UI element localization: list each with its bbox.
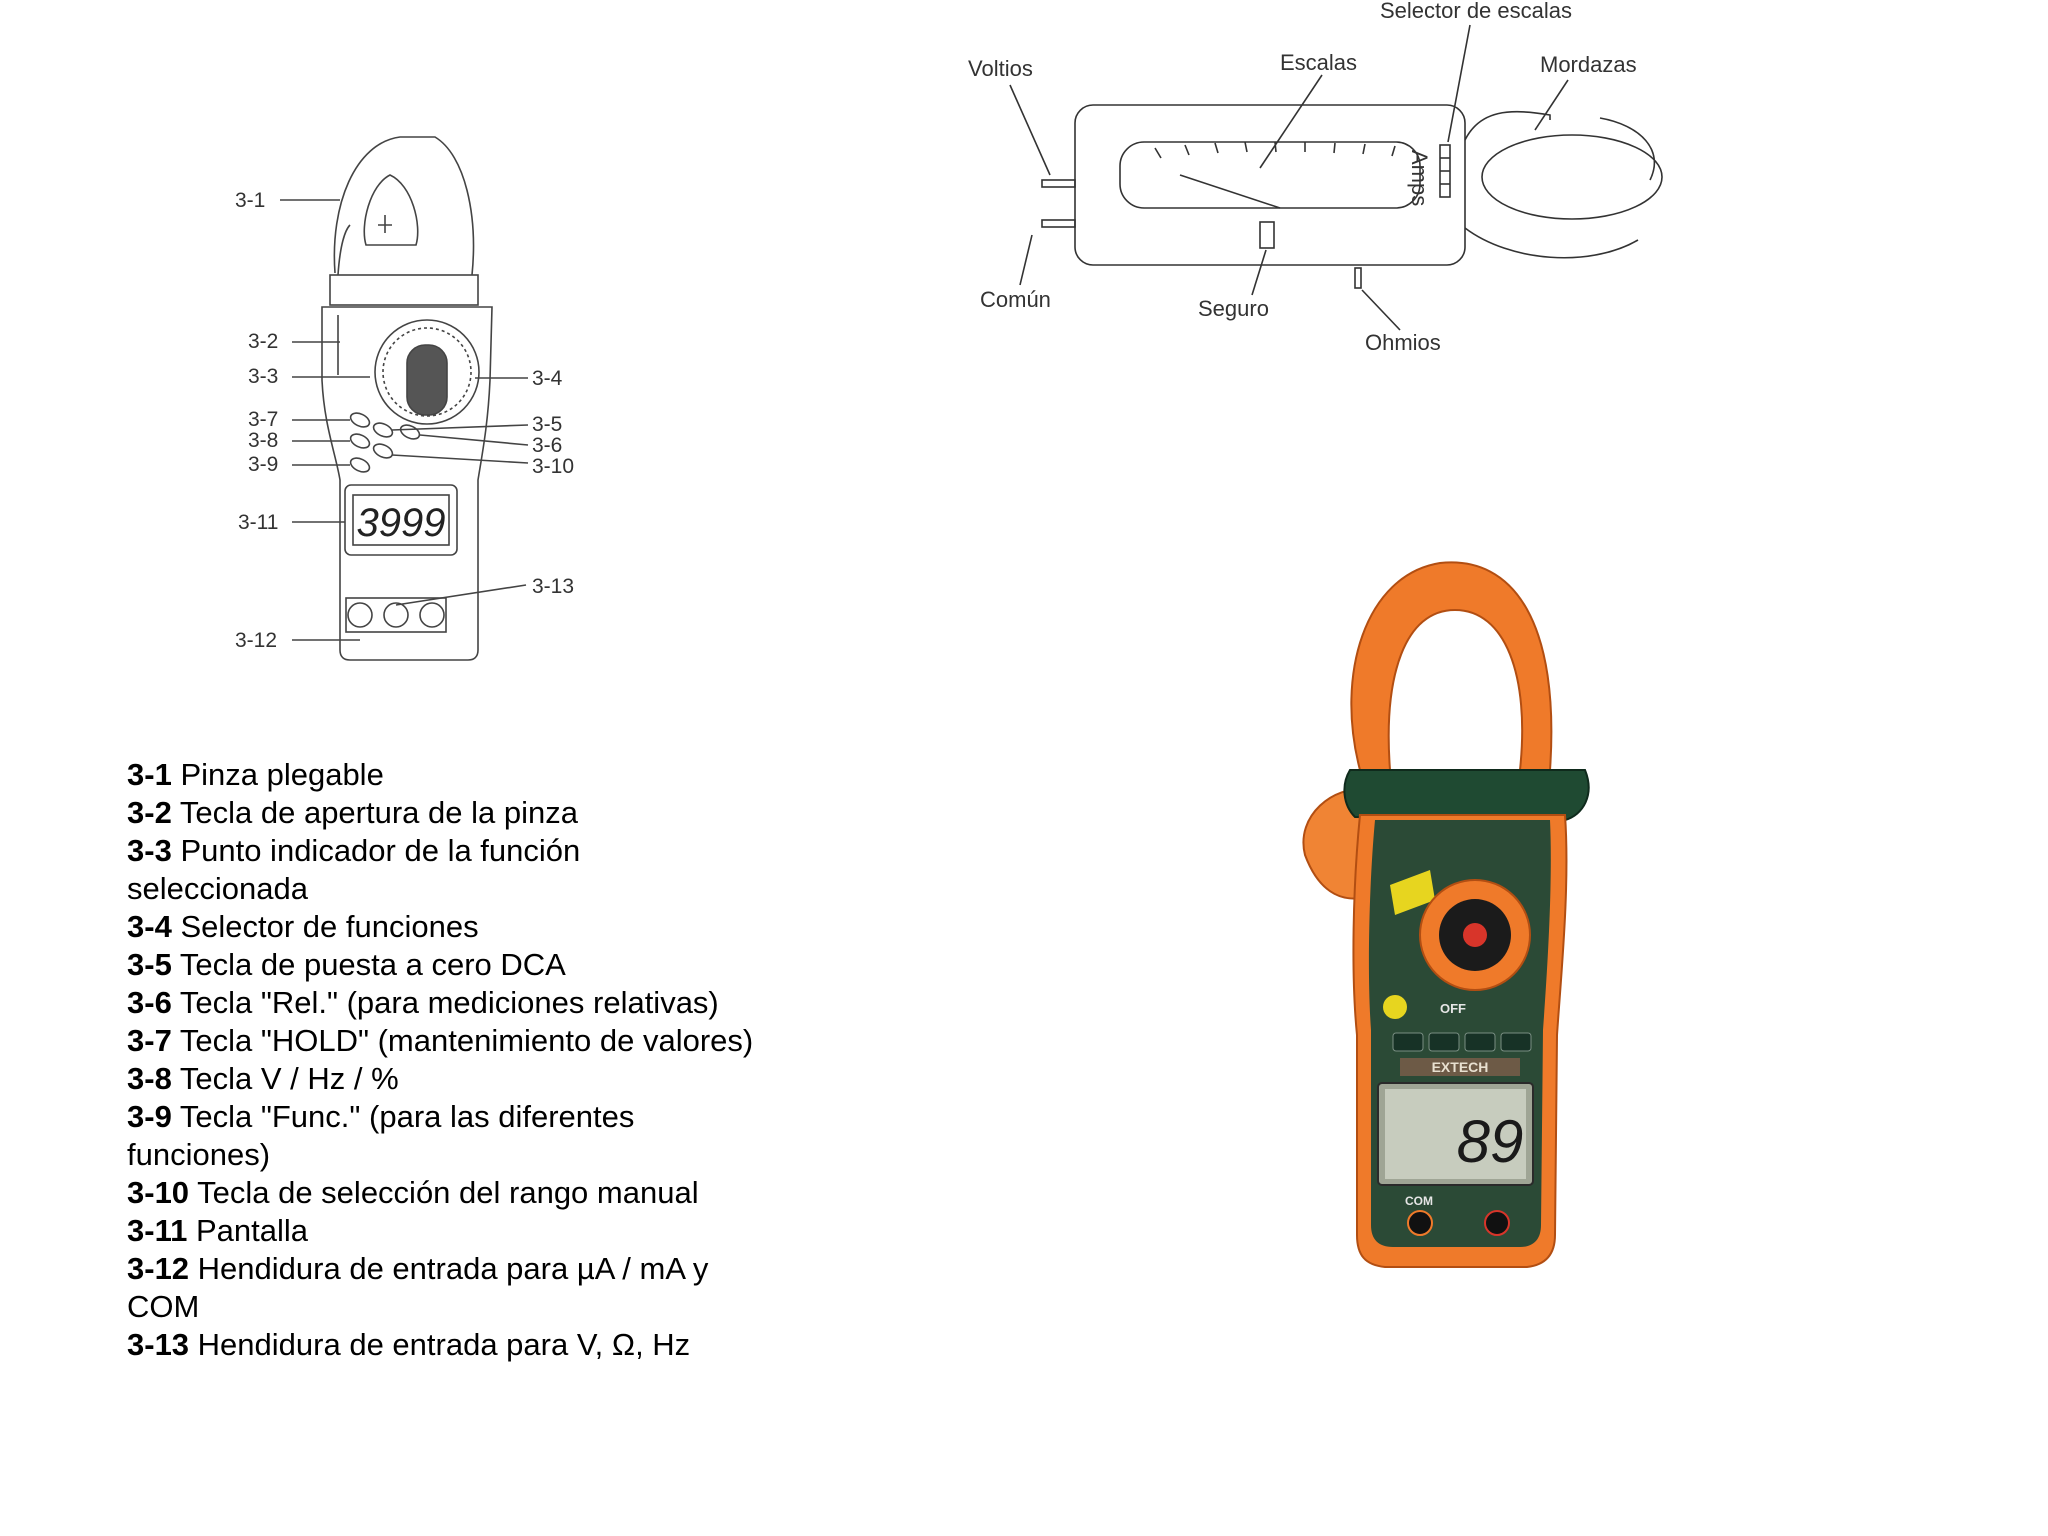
callout-3-9: 3-9 bbox=[248, 453, 278, 476]
legend-item-text: Pinza plegable bbox=[180, 757, 384, 792]
legend-item: 3-8 Tecla V / Hz / % bbox=[127, 1060, 767, 1098]
label-comun: Común bbox=[980, 287, 1051, 312]
legend-item: 3-11 Pantalla bbox=[127, 1212, 767, 1250]
callout-3-13: 3-13 bbox=[532, 575, 574, 598]
callout-3-1: 3-1 bbox=[235, 189, 265, 212]
legend-item-number: 3-10 bbox=[127, 1175, 190, 1210]
callout-3-6: 3-6 bbox=[532, 434, 562, 457]
legend-item: 3-12 Hendidura de entrada para µA / mA y… bbox=[127, 1250, 767, 1326]
legend-item-text: Tecla de apertura de la pinza bbox=[179, 795, 578, 830]
callout-3-12: 3-12 bbox=[235, 629, 277, 652]
legend-item-text: Tecla "Func." (para las diferentes funci… bbox=[127, 1099, 635, 1172]
legend-item: 3-10 Tecla de selección del rango manual bbox=[127, 1174, 767, 1212]
callout-3-3: 3-3 bbox=[248, 365, 278, 388]
clamp-meter-drawing: 3-1 3-2 3-3 3-4 3-5 3-6 3-7 3-8 3-9 3-10… bbox=[235, 136, 574, 661]
label-amps: Amps bbox=[1407, 150, 1432, 206]
clamp-meter-photo: OFF EXTECH 89 COM bbox=[1265, 555, 1645, 1275]
legend-item-number: 3-11 bbox=[127, 1213, 188, 1248]
callout-3-10: 3-10 bbox=[532, 455, 574, 478]
legend-item-number: 3-13 bbox=[127, 1327, 190, 1362]
legend-item: 3-1 Pinza plegable bbox=[127, 756, 767, 794]
callout-3-8: 3-8 bbox=[248, 429, 278, 452]
legend-item-number: 3-6 bbox=[127, 985, 172, 1020]
callout-3-5: 3-5 bbox=[532, 413, 562, 436]
callout-3-7: 3-7 bbox=[248, 408, 278, 431]
legend-item-number: 3-1 bbox=[127, 757, 172, 792]
label-selector-de-escalas: Selector de escalas bbox=[1380, 0, 1572, 23]
clamp-meter-illustration: OFF EXTECH 89 COM bbox=[1302, 561, 1590, 1268]
dial-off-label: OFF bbox=[1440, 1001, 1466, 1016]
legend-item-text: Pantalla bbox=[195, 1213, 308, 1248]
legend-item: 3-13 Hendidura de entrada para V, Ω, Hz bbox=[127, 1326, 767, 1364]
legend-item-text: Hendidura de entrada para µA / mA y COM bbox=[127, 1251, 709, 1324]
legend-item-number: 3-3 bbox=[127, 833, 172, 868]
legend-item: 3-7 Tecla "HOLD" (mantenimiento de valor… bbox=[127, 1022, 767, 1060]
legend-item-number: 3-4 bbox=[127, 909, 172, 944]
legend-item: 3-9 Tecla "Func." (para las diferentes f… bbox=[127, 1098, 767, 1174]
diagram-display-value: 3999 bbox=[357, 501, 446, 545]
legend-item-number: 3-5 bbox=[127, 947, 172, 982]
legend-item-number: 3-8 bbox=[127, 1061, 172, 1096]
legend-item-text: Tecla "Rel." (para mediciones relativas) bbox=[179, 985, 719, 1020]
label-escalas: Escalas bbox=[1280, 50, 1357, 75]
legend-item-text: Hendidura de entrada para V, Ω, Hz bbox=[197, 1327, 691, 1362]
legend-item-text: Tecla de puesta a cero DCA bbox=[179, 947, 566, 982]
legend-item: 3-2 Tecla de apertura de la pinza bbox=[127, 794, 767, 832]
callout-3-2: 3-2 bbox=[248, 330, 278, 353]
analog-meter-drawing: Selector de escalas Voltios Escalas Mord… bbox=[968, 0, 1663, 355]
photo-com-label: COM bbox=[1405, 1194, 1433, 1208]
legend-item-text: Tecla de selección del rango manual bbox=[197, 1175, 699, 1210]
photo-display-value: 89 bbox=[1457, 1108, 1524, 1175]
photo-brand: EXTECH bbox=[1432, 1059, 1489, 1075]
label-ohmios: Ohmios bbox=[1365, 330, 1441, 355]
legend-item-number: 3-12 bbox=[127, 1251, 190, 1286]
label-mordazas: Mordazas bbox=[1540, 52, 1637, 77]
callout-3-4: 3-4 bbox=[532, 367, 563, 390]
legend-item: 3-4 Selector de funciones bbox=[127, 908, 767, 946]
analog-meter-diagram: Selector de escalas Voltios Escalas Mord… bbox=[950, 0, 1670, 370]
legend-item-text: Selector de funciones bbox=[180, 909, 479, 944]
legend-item: 3-6 Tecla "Rel." (para mediciones relati… bbox=[127, 984, 767, 1022]
legend-item-text: Tecla V / Hz / % bbox=[179, 1061, 399, 1096]
legend-item-number: 3-2 bbox=[127, 795, 172, 830]
legend-item-text: Tecla "HOLD" (mantenimiento de valores) bbox=[179, 1023, 754, 1058]
legend-item: 3-5 Tecla de puesta a cero DCA bbox=[127, 946, 767, 984]
label-voltios: Voltios bbox=[968, 56, 1033, 81]
clamp-meter-diagram: 3-1 3-2 3-3 3-4 3-5 3-6 3-7 3-8 3-9 3-10… bbox=[220, 125, 600, 665]
legend-item-number: 3-7 bbox=[127, 1023, 172, 1058]
callout-3-11: 3-11 bbox=[238, 511, 278, 534]
legend-item-number: 3-9 bbox=[127, 1099, 172, 1134]
legend-item: 3-3 Punto indicador de la función selecc… bbox=[127, 832, 767, 908]
label-seguro: Seguro bbox=[1198, 296, 1269, 321]
legend-item-text: Punto indicador de la función selecciona… bbox=[127, 833, 581, 906]
